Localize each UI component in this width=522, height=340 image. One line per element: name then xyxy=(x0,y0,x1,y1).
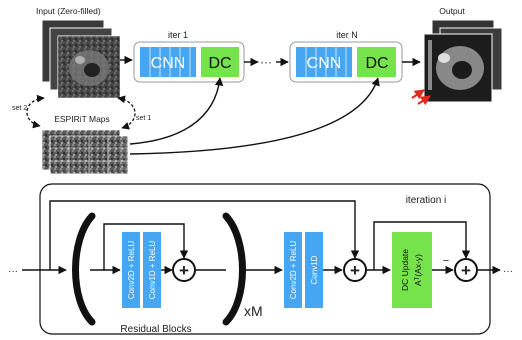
dc-skip-connection xyxy=(373,221,471,270)
outer-plus-sign: + xyxy=(350,261,360,280)
residual-plus-sign: + xyxy=(179,261,189,280)
iter1-cnn-stripes xyxy=(149,47,191,77)
iterN-cnn-stripes xyxy=(305,47,347,77)
set2-dashed-arrow xyxy=(26,94,45,129)
red-arrow-2 xyxy=(417,95,431,106)
final-plus-sign: + xyxy=(461,261,471,280)
output-label: Output xyxy=(439,6,465,16)
iterN-cnn-block xyxy=(296,47,352,77)
dc-update-label: DC Update xyxy=(400,249,410,291)
residual-blocks-label: Residual Blocks xyxy=(120,324,191,335)
iterN-cnn-label: CNN xyxy=(307,55,342,72)
dc-update-formula: Aᵀ(Ax-y) xyxy=(413,254,423,286)
conv1d-relu-block xyxy=(143,232,161,308)
right-ellipsis: ··· xyxy=(503,266,513,277)
conv2d-relu-block-2 xyxy=(284,232,302,308)
conv2d-relu-label: Conv2D + ReLU xyxy=(127,241,136,300)
xm-label: xM xyxy=(244,303,263,319)
iter1-cnn-label: CNN xyxy=(151,55,186,72)
red-arrow-1 xyxy=(411,89,425,100)
dc-update-block xyxy=(392,232,432,308)
outer-skip-connection xyxy=(49,200,360,270)
iter1-dc-block xyxy=(201,47,239,77)
left-ellipsis: ··· xyxy=(8,266,18,277)
arrow-espirit-to-iterN-dc xyxy=(129,77,380,155)
conv1d-relu-label: Conv1D + ReLU xyxy=(148,241,157,300)
iter1-dc-label: DC xyxy=(208,55,231,72)
iterN-dc-label: DC xyxy=(365,55,388,72)
minus-sign: − xyxy=(443,255,449,267)
iter1-cnn-block xyxy=(140,47,196,77)
conv2d-relu-label-2: Conv2D + ReLU xyxy=(289,241,298,300)
set1-label: set 1 xyxy=(136,115,151,122)
conv1d-block xyxy=(305,232,323,308)
espirit-label: ESPIRiT Maps xyxy=(54,114,110,124)
arrow-espirit-to-iter1-dc xyxy=(129,77,224,145)
iteration-dots: ··· xyxy=(260,55,272,69)
iteration-i-label: iteration i xyxy=(406,195,447,206)
input-image-stack xyxy=(41,19,121,99)
iter1-label: iter 1 xyxy=(168,30,188,40)
left-paren xyxy=(72,212,96,326)
set2-label: set 2 xyxy=(12,105,27,112)
iterN-label: iter N xyxy=(336,30,358,40)
conv1d-label: Conv1D xyxy=(310,255,319,284)
right-paren xyxy=(222,212,246,326)
set1-dashed-arrow xyxy=(117,95,136,130)
residual-skip-connection xyxy=(103,223,189,270)
output-image-stack xyxy=(423,19,503,103)
iterN-dc-block xyxy=(357,47,396,77)
espirit-maps-grid xyxy=(41,129,129,175)
conv2d-relu-block xyxy=(122,232,140,308)
input-label: Input (Zero-filled) xyxy=(36,6,101,16)
